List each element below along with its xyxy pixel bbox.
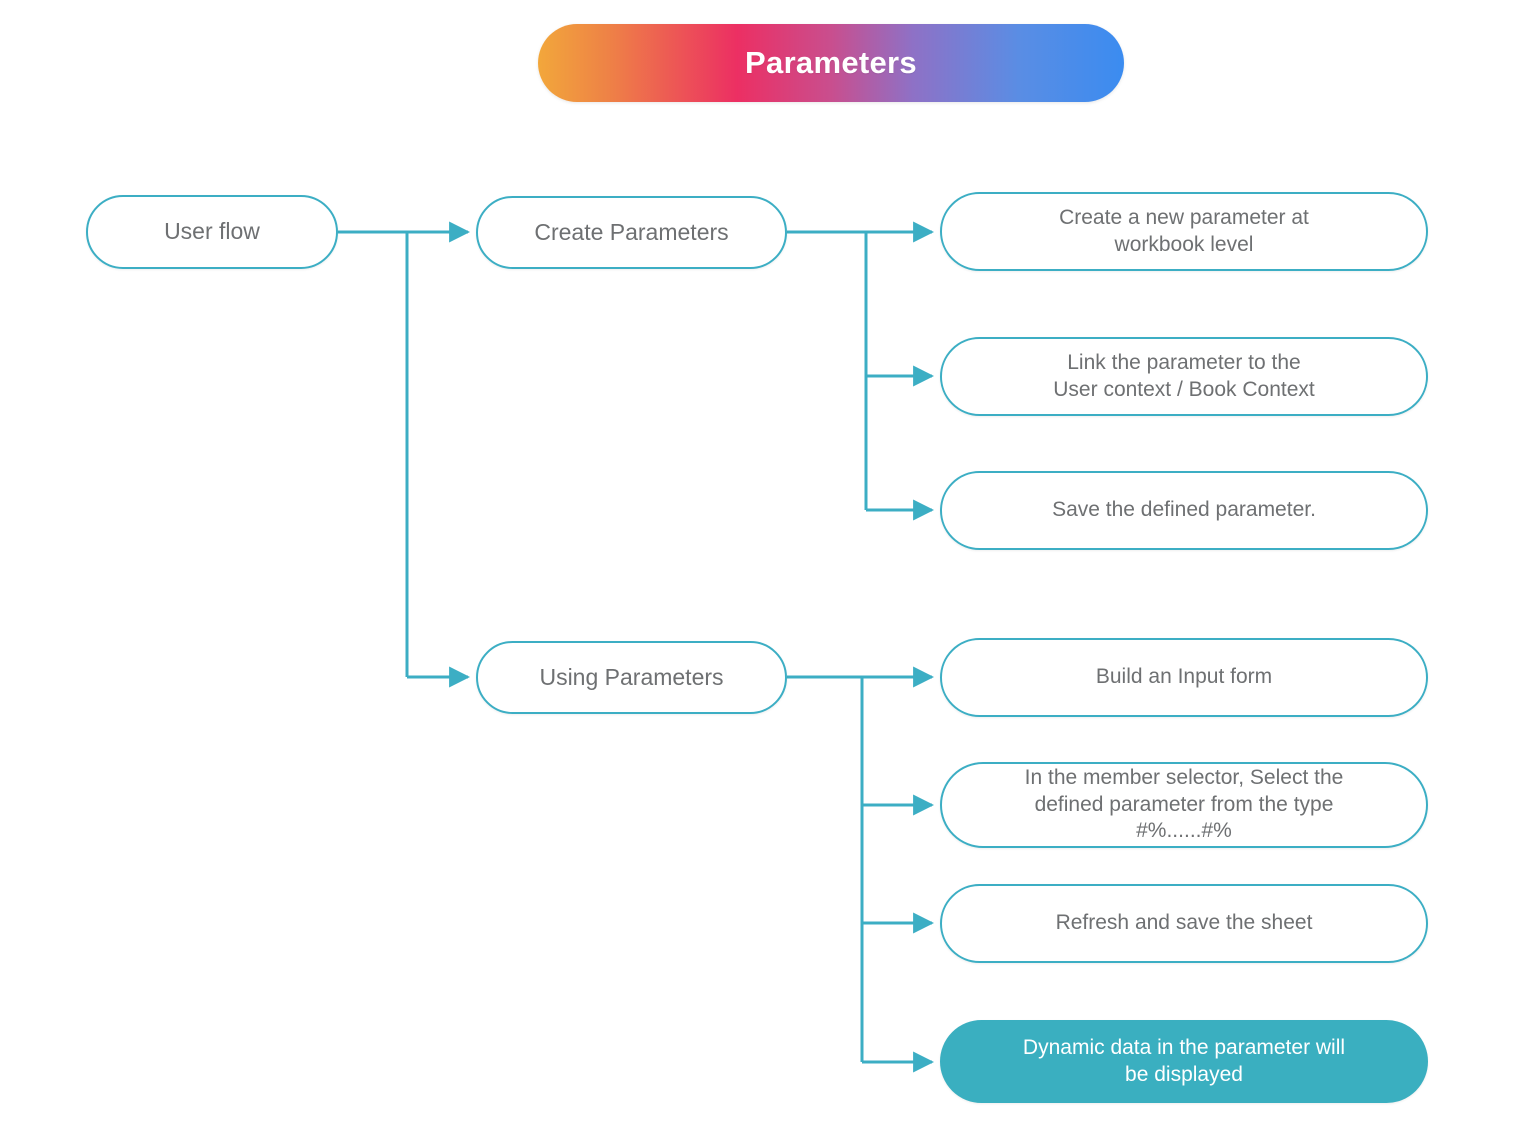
node-link-parameter-context[interactable]: Link the parameter to the User context /… xyxy=(940,337,1428,416)
node-user-flow[interactable]: User flow xyxy=(86,195,338,269)
header-banner: Parameters xyxy=(538,24,1124,102)
node-using-parameters[interactable]: Using Parameters xyxy=(476,641,787,714)
page-title: Parameters xyxy=(745,45,917,80)
node-member-selector[interactable]: In the member selector, Select the defin… xyxy=(940,762,1428,848)
node-build-input-form[interactable]: Build an Input form xyxy=(940,638,1428,717)
node-create-parameters[interactable]: Create Parameters xyxy=(476,196,787,269)
node-dynamic-data-displayed[interactable]: Dynamic data in the parameter will be di… xyxy=(940,1020,1428,1103)
node-create-new-parameter[interactable]: Create a new parameter at workbook level xyxy=(940,192,1428,271)
node-save-defined-parameter[interactable]: Save the defined parameter. xyxy=(940,471,1428,550)
node-refresh-save-sheet[interactable]: Refresh and save the sheet xyxy=(940,884,1428,963)
